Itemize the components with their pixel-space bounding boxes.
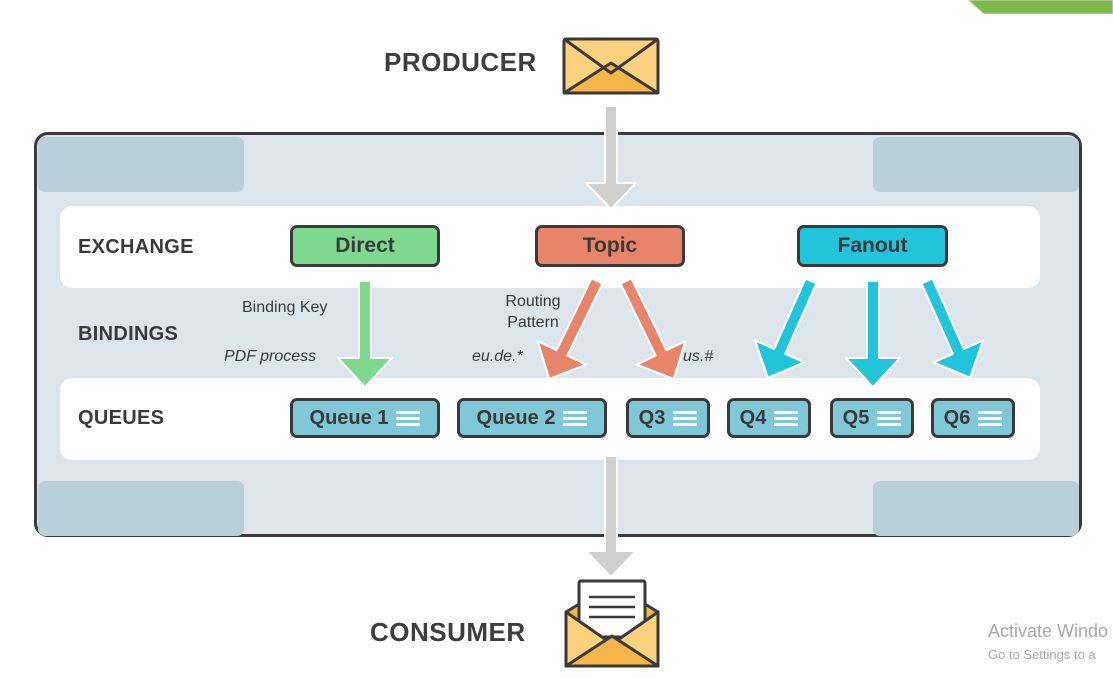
queue-1: Queue 1 [290,398,440,438]
list-icon [396,410,421,426]
us-hash-pattern-label: us.# [683,348,714,365]
list-icon [774,410,799,426]
exchange-row-label: EXCHANGE [78,236,194,258]
activation-watermark-subtitle: Go to Settings to a [988,647,1096,662]
exchange-direct-label: Direct [335,234,395,257]
direct-binding-arrow [337,280,393,388]
queue-5-label: Q5 [842,406,870,429]
panel-tab [873,137,1079,192]
open-envelope-icon [564,579,660,668]
exchange-fanout-label: Fanout [837,234,908,257]
activation-watermark-title: Activate Windo [988,621,1109,641]
broker-panel [34,132,1082,537]
queue-1-label: Queue 1 [309,406,389,429]
fanout-binding-arrows [754,277,984,388]
bindings-row-label: BINDINGS [78,323,179,345]
queue-3-label: Q3 [638,406,666,429]
queue-6-label: Q6 [943,406,971,429]
panel-tab [38,137,244,192]
topic-binding-arrows [536,277,687,380]
list-icon [978,410,1003,426]
corner-decoration [968,0,1113,14]
producer-label: PRODUCER [384,47,537,77]
envelope-icon [562,37,660,95]
queue-2-label: Queue 2 [476,406,556,429]
exchange-fanout: Fanout [797,225,948,267]
binding-key-label: Binding Key [242,299,328,316]
queue-4-label: Q4 [739,406,767,429]
queue-4: Q4 [727,398,811,438]
exchange-direct: Direct [290,225,440,267]
list-icon [877,410,902,426]
consumer-arrow [585,455,637,578]
eu-de-pattern-label: eu.de.* [472,348,523,365]
routing-pattern-line2: Pattern [507,314,559,331]
list-icon [563,410,588,426]
queue-3: Q3 [626,398,710,438]
panel-tab [873,481,1079,536]
queue-2: Queue 2 [457,398,607,438]
exchange-topic-label: Topic [582,234,638,257]
pdf-process-label: PDF process [224,348,317,365]
producer-arrow [585,105,637,210]
queue-6: Q6 [931,398,1015,438]
queue-5: Q5 [830,398,914,438]
panel-tab [38,481,244,536]
routing-pattern-line1: Routing [505,293,561,310]
queues-row-label: QUEUES [78,407,165,429]
consumer-label: CONSUMER [370,617,526,647]
exchange-topic: Topic [535,225,685,267]
list-icon [673,410,698,426]
routing-pattern-label: Routing Pattern [497,291,569,333]
